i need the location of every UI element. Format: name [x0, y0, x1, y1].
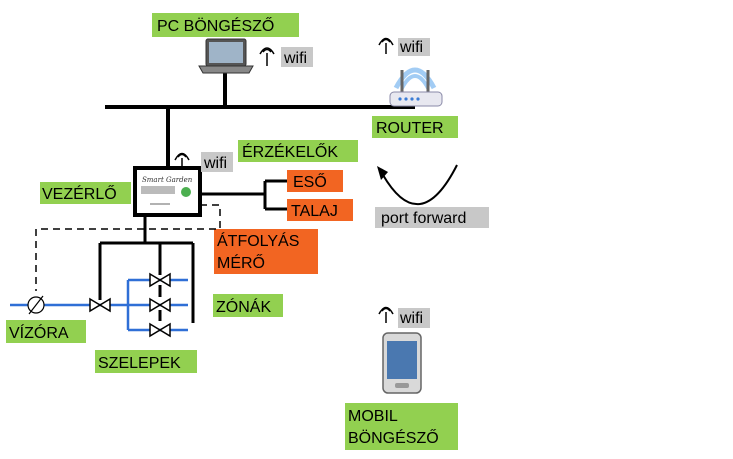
main-valve-icon — [89, 297, 111, 313]
pc-browser-label: PC BÖNGÉSZŐ — [157, 16, 274, 35]
wifi-antenna-icon — [259, 47, 275, 66]
flow-meter-label-2: MÉRŐ — [217, 253, 265, 272]
smartphone-icon — [382, 332, 422, 394]
router-label: ROUTER — [376, 120, 444, 137]
port-forward-arrow — [377, 164, 458, 205]
water-meter-label-bg — [6, 320, 86, 343]
wifi-badge — [398, 308, 430, 328]
wifi-antenna-icon — [378, 37, 394, 54]
zone-valve-icon — [149, 272, 171, 288]
mobile-browser-label-1: MOBIL — [348, 408, 398, 425]
wifi-controller-label: wifi — [203, 155, 227, 172]
zones-label: ZÓNÁK — [216, 297, 271, 316]
water-meter-icon — [27, 295, 45, 315]
flow-meter-label-1: ÁTFOLYÁS — [217, 231, 299, 250]
valve-control-wiring — [98, 215, 195, 323]
laptop-icon — [198, 38, 254, 74]
soil-sensor-bg — [287, 199, 353, 221]
controller-label: VEZÉRLŐ — [42, 184, 117, 203]
water-meter-label: VÍZÓRA — [9, 323, 69, 342]
port-forward-bg — [375, 207, 489, 228]
controller-brand: Smart Garden — [142, 176, 193, 184]
zone-valve-icon — [149, 322, 171, 338]
wifi-mobile-label: wifi — [399, 310, 423, 327]
meter-signal-wiring — [35, 204, 221, 291]
zones-label-bg — [213, 294, 283, 317]
wifi-antenna-icon — [378, 306, 394, 323]
sensor-wiring — [200, 179, 287, 211]
wifi-antenna-icon — [174, 152, 190, 170]
router-label-bg — [372, 116, 458, 138]
mobile-browser-label-2: BÖNGÉSZŐ — [348, 428, 439, 447]
router-icon — [389, 67, 443, 107]
network-bus — [105, 73, 415, 168]
valves-label: SZELEPEK — [98, 355, 181, 372]
wifi-badge — [201, 152, 233, 172]
soil-sensor-label: TALAJ — [291, 203, 338, 220]
controller-label-bg — [40, 182, 131, 204]
rain-sensor-bg — [287, 170, 343, 192]
flow-meter-bg — [214, 229, 318, 274]
zone-valve-icon — [149, 297, 171, 313]
wifi-router-label: wifi — [399, 39, 423, 56]
sensors-label-bg — [238, 140, 358, 162]
mobile-browser-label-bg — [345, 403, 458, 450]
port-forward-label: port forward — [381, 210, 466, 227]
rain-sensor-label: ESŐ — [293, 172, 327, 191]
wifi-pc-label: wifi — [283, 50, 307, 67]
wifi-badge — [398, 38, 430, 56]
pc-browser-label-bg — [152, 13, 299, 37]
valves-label-bg — [95, 350, 197, 373]
controller-device: Smart Garden — [133, 166, 202, 217]
sensors-label: ÉRZÉKELŐK — [242, 142, 338, 161]
wifi-badge — [281, 47, 313, 67]
